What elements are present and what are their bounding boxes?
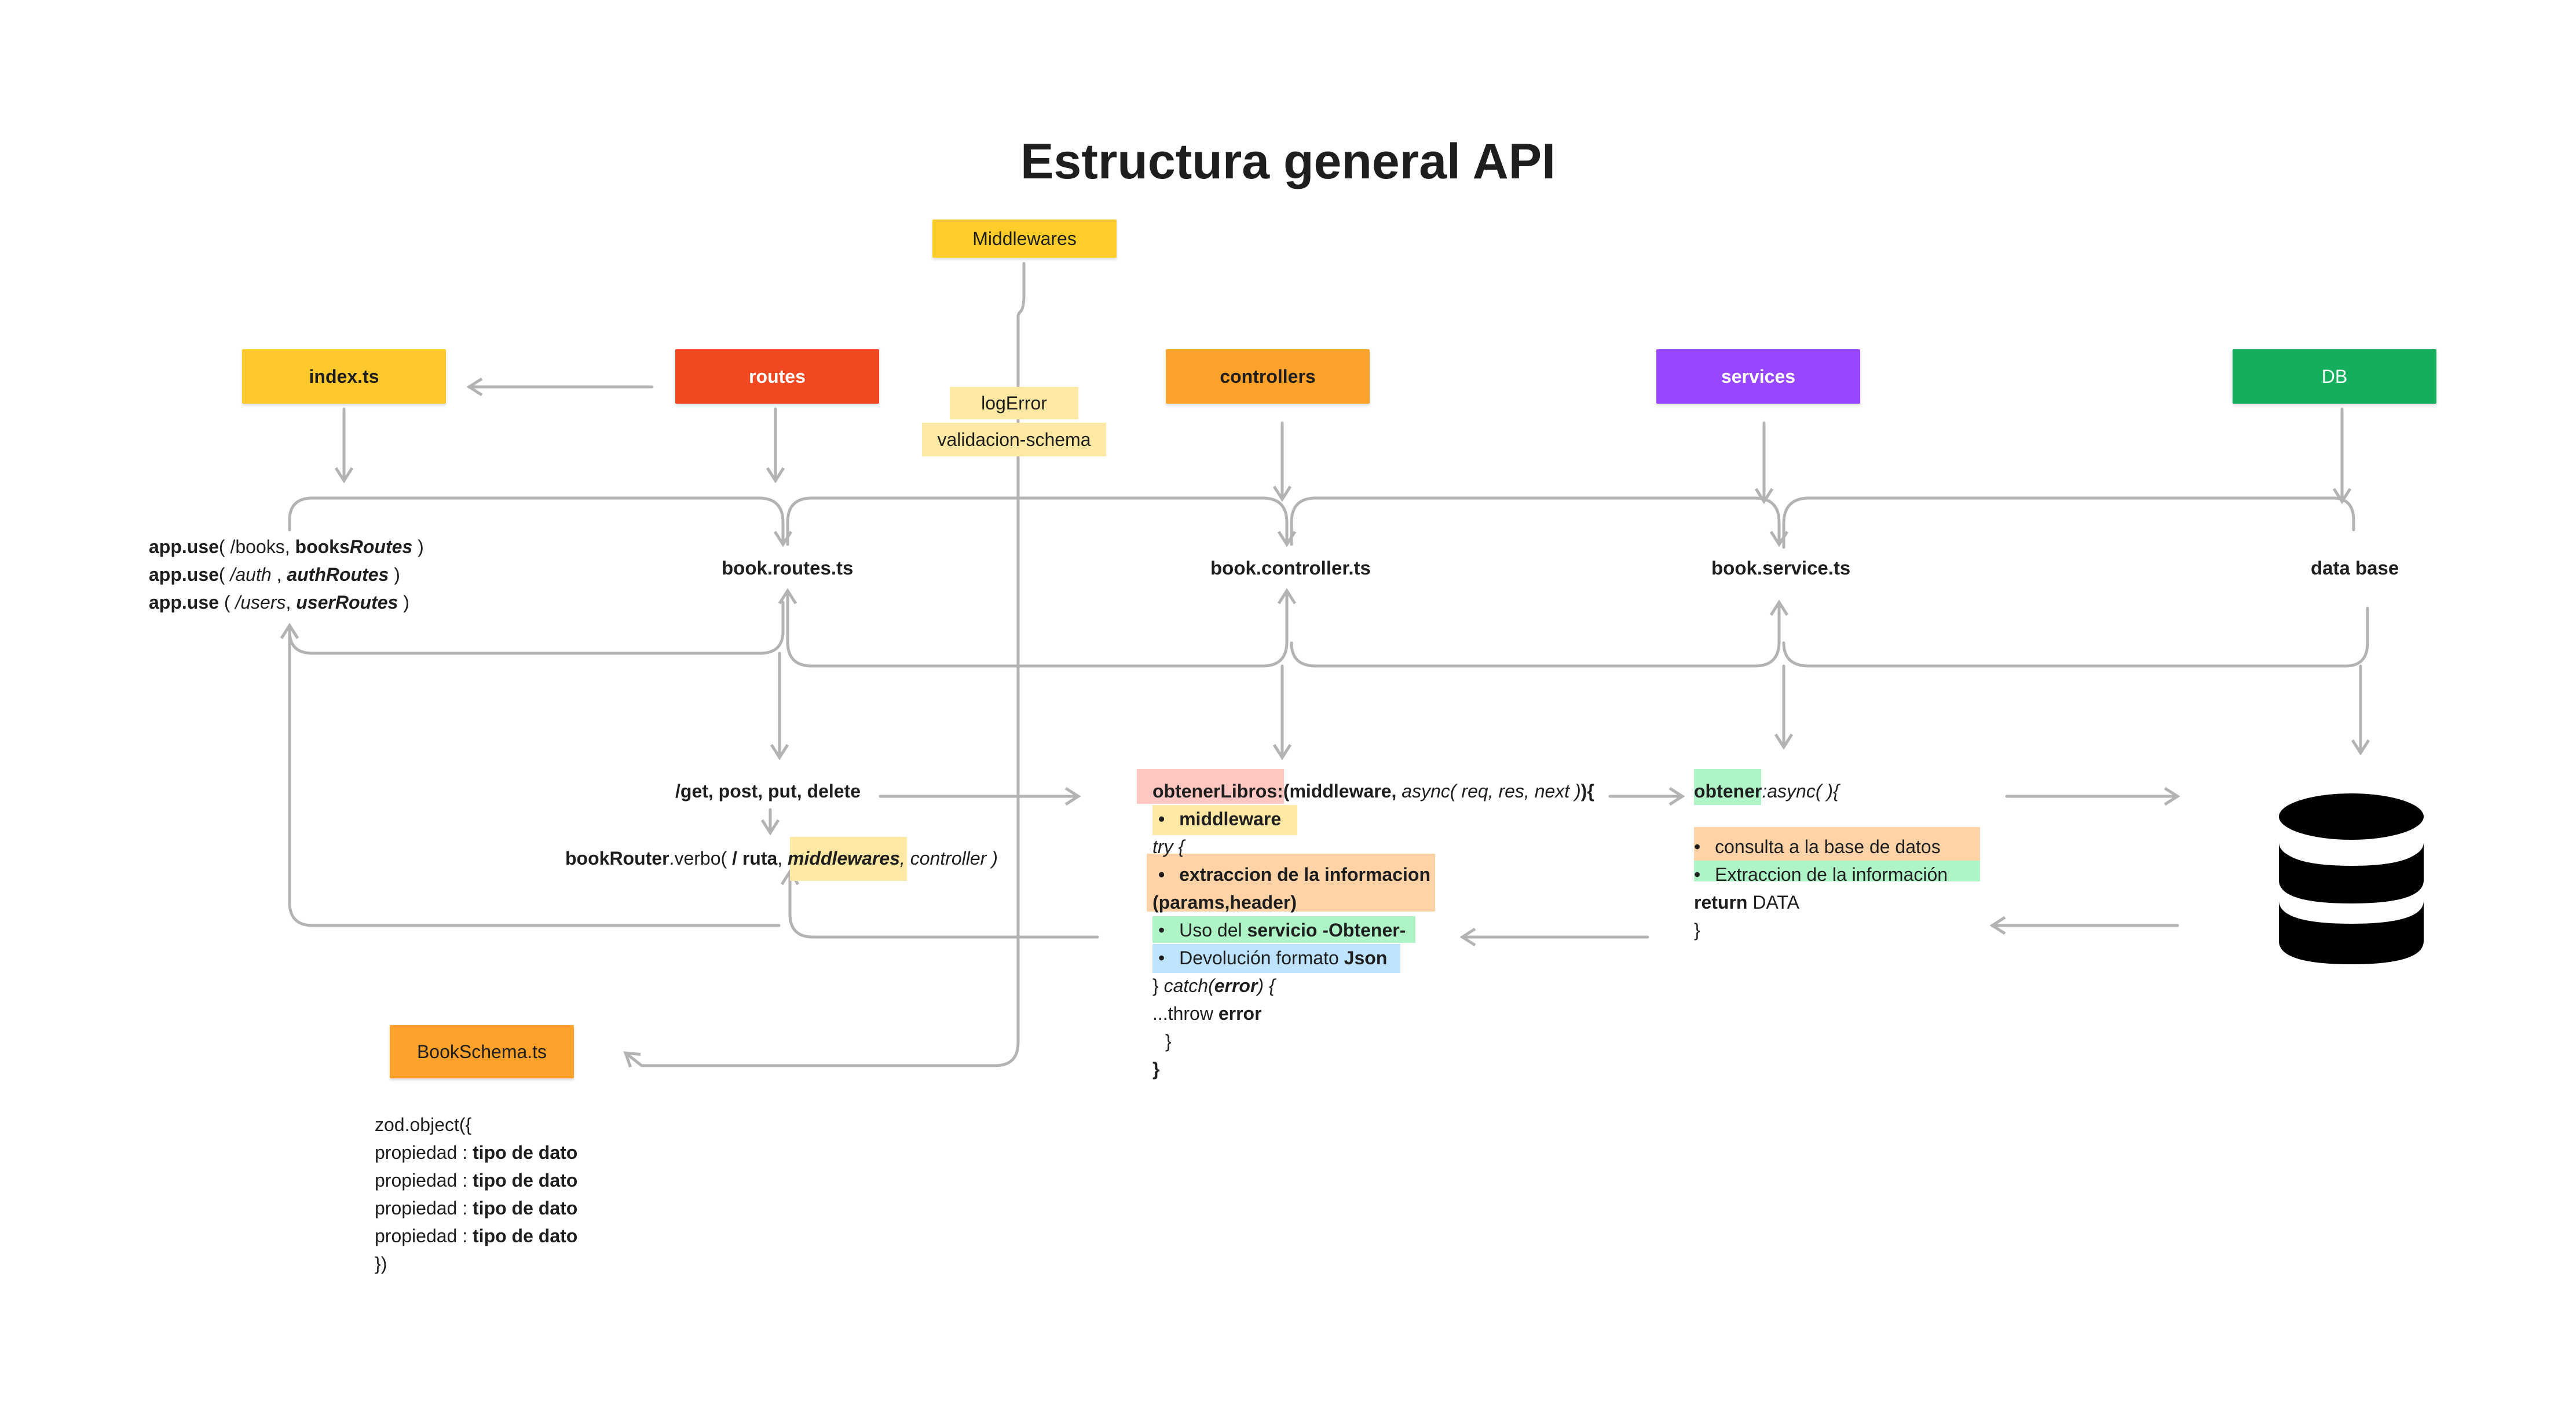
controller-bullet-extraccion-2: (params,header) <box>1152 892 1297 913</box>
bracket-top-routes-controller <box>786 496 1287 544</box>
sticky-routes[interactable]: routes <box>675 349 879 404</box>
sticky-index-label: index.ts <box>309 365 379 387</box>
index-code-line-2: app.use( /auth , authRoutes ) <box>149 564 400 585</box>
routes-router-line: bookRouter.verbo( / ruta, middlewares, c… <box>565 848 998 869</box>
highlight-fn-name <box>1137 769 1284 804</box>
schema-prop-4: propiedad : tipo de dato <box>375 1225 578 1246</box>
service-bullet-extraccion: Extraccion de la información <box>1688 861 1948 888</box>
schema-open: zod.object({ <box>375 1114 472 1135</box>
schema-close: }) <box>375 1253 387 1274</box>
bracket-bottom-routes-controller <box>788 591 1287 668</box>
tag-validacion-schema[interactable]: validacion-schema <box>922 423 1106 456</box>
bracket-bottom-service-db <box>1782 606 2369 668</box>
sticky-middlewares[interactable]: Middlewares <box>932 219 1117 258</box>
bracket-top-service-db <box>1782 496 2355 549</box>
controller-close-outer: } <box>1152 1059 1160 1080</box>
database-icon <box>2279 793 2424 964</box>
bracket-top-index-routes <box>288 496 783 544</box>
controller-catch: } catch(error) { <box>1152 975 1275 996</box>
sticky-db-label: DB <box>2321 365 2348 387</box>
arrow-controller-to-router <box>790 872 1099 939</box>
file-controller: book.controller.ts <box>1210 557 1371 579</box>
sticky-services[interactable]: services <box>1656 349 1860 404</box>
service-close: } <box>1694 920 1700 941</box>
sticky-controllers[interactable]: controllers <box>1166 349 1370 404</box>
bracket-bottom-controller-service <box>1290 602 1779 668</box>
page-title: Estructura general API <box>1020 134 1556 189</box>
sticky-bookschema[interactable]: BookSchema.ts <box>390 1025 574 1078</box>
arrow-router-to-index <box>290 625 781 927</box>
file-database: data base <box>2311 557 2399 579</box>
controller-close-inner: } <box>1165 1031 1172 1052</box>
sticky-index[interactable]: index.ts <box>242 349 446 404</box>
controller-bullet-middleware: middleware <box>1152 805 1281 833</box>
highlight-middlewares <box>790 837 907 881</box>
sticky-controllers-label: controllers <box>1220 365 1316 387</box>
controller-bullet-extraccion: extraccion de la informacion <box>1152 861 1430 888</box>
controller-bullet-uso: Uso del servicio -Obtener- <box>1152 916 1406 944</box>
index-code-line-1: app.use( /books, booksRoutes ) <box>149 536 424 557</box>
highlight-obtener <box>1694 769 1761 805</box>
controller-bullet-devolucion: Devolución formato Json <box>1152 944 1387 972</box>
service-bullet-consulta: consulta a la base de datos <box>1688 833 1941 861</box>
middleware-line <box>625 262 1026 1066</box>
schema-prop-1: propiedad : tipo de dato <box>375 1142 578 1163</box>
routes-verbs: /get, post, put, delete <box>675 781 861 802</box>
bracket-top-controller-service <box>1290 496 1779 544</box>
schema-prop-3: propiedad : tipo de dato <box>375 1198 578 1219</box>
sticky-middlewares-label: Middlewares <box>972 228 1077 249</box>
controller-line-fn: obtenerLibros:(middleware, async( req, r… <box>1152 781 1594 802</box>
sticky-routes-label: routes <box>749 365 806 387</box>
controller-try: try { <box>1152 836 1185 857</box>
service-line-fn: obtener:async( ){ <box>1694 781 1839 802</box>
file-service: book.service.ts <box>1711 557 1851 579</box>
service-return: return DATA <box>1694 892 1799 913</box>
sticky-bookschema-label: BookSchema.ts <box>416 1041 547 1062</box>
sticky-db[interactable]: DB <box>2233 349 2436 404</box>
index-code-line-3: app.use ( /users, userRoutes ) <box>149 592 409 613</box>
sticky-services-label: services <box>1721 365 1796 387</box>
controller-throw: ...throw error <box>1152 1003 1262 1024</box>
file-routes: book.routes.ts <box>722 557 854 579</box>
schema-prop-2: propiedad : tipo de dato <box>375 1170 578 1191</box>
tag-log-error[interactable]: logError <box>950 387 1078 419</box>
